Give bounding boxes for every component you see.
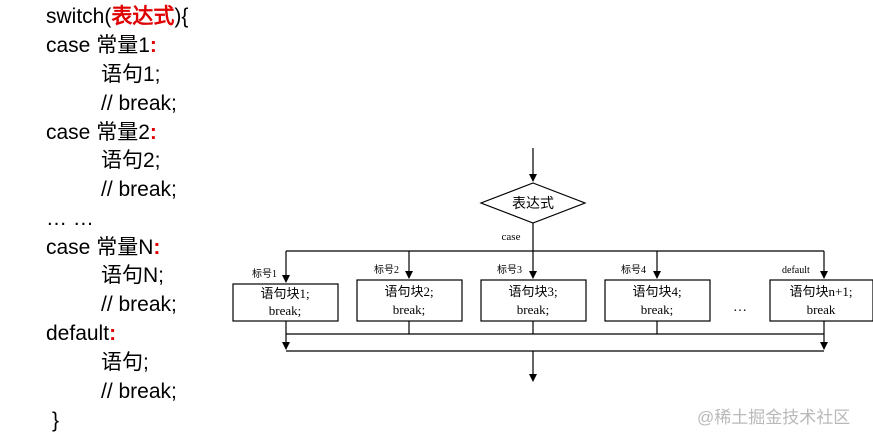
block-default [769, 279, 873, 322]
code-line-case2: case 常量2: [46, 120, 157, 146]
code-line-stmtN: 语句N; [101, 264, 164, 287]
code-line-default: default: [46, 321, 116, 347]
branch-label-2: 标号2 [374, 264, 399, 276]
block-2-break: break; [393, 302, 425, 317]
code-line-breakN: // break; [101, 293, 177, 316]
branch-label-1: 标号1 [252, 268, 277, 280]
case-label: case [502, 231, 521, 243]
code-line-ellipsis: … … [46, 207, 94, 230]
more-branches-ellipsis: … [733, 300, 747, 315]
code-line-default-break: // break; [101, 380, 177, 403]
block-4-stmt: 语句块4; [632, 284, 681, 299]
branch-label-default: default [782, 265, 810, 276]
code-line-break1: // break; [101, 92, 177, 115]
code-line-case1: case 常量1: [46, 33, 157, 59]
code-line-close: } [52, 409, 60, 432]
code-line-default-stmt: 语句; [101, 351, 149, 374]
decision-label: 表达式 [512, 196, 554, 212]
code-line-caseN: case 常量N: [46, 235, 160, 261]
caseN-colon: : [153, 236, 161, 259]
code-line-stmt1: 语句1; [101, 63, 161, 86]
case2-colon: : [149, 121, 157, 144]
switch-open: ){ [174, 5, 189, 28]
block-1-stmt: 语句块1; [260, 286, 309, 301]
code-line-stmt2: 语句2; [101, 149, 161, 172]
block-1 [232, 283, 339, 322]
code-line-break2: // break; [101, 178, 177, 201]
block-3-break: break; [517, 302, 549, 317]
block-3-stmt: 语句块3; [508, 284, 557, 299]
block-1-break: break; [269, 303, 301, 318]
branch-label-3: 标号3 [497, 264, 522, 276]
block-default-break: break [807, 302, 836, 317]
block-2-stmt: 语句块2; [384, 284, 433, 299]
case2-label: case 常量2 [46, 121, 150, 144]
branch-label-4: 标号4 [621, 264, 646, 276]
block-2 [356, 279, 463, 322]
switch-expression: 表达式 [111, 5, 175, 28]
case1-label: case 常量1 [46, 34, 150, 57]
block-4-break: break; [641, 302, 673, 317]
default-label: default [46, 322, 110, 345]
caseN-label: case 常量N [46, 236, 154, 259]
block-default-stmt: 语句块n+1; [790, 284, 853, 299]
case1-colon: : [149, 34, 157, 57]
switch-keyword: switch( [46, 5, 112, 28]
code-line-switch: switch(表达式){ [46, 4, 188, 30]
watermark: @稀土掘金技术社区 [697, 408, 851, 427]
default-colon: : [109, 322, 117, 345]
